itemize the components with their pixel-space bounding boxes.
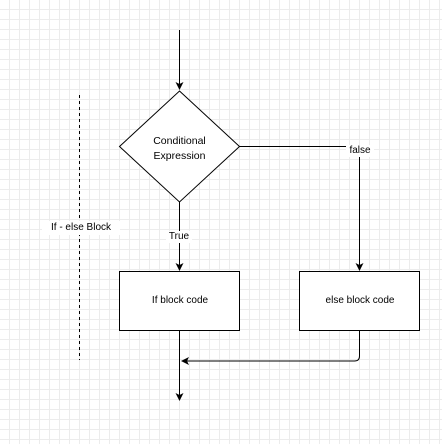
condition-label: Conditional Expression: [134, 134, 225, 164]
else-block-box: [299, 271, 420, 331]
condition-line-1: Conditional: [153, 135, 206, 147]
condition-line-2: Expression: [153, 150, 206, 162]
else-merge-arrow: [181, 330, 360, 365]
if-block-box: [119, 271, 240, 331]
else-block-label: else block code: [325, 295, 395, 306]
true-label: True: [166, 231, 192, 243]
if-block-label: If block code: [151, 295, 209, 306]
false-label: false: [346, 145, 374, 157]
block-label: If - else Block: [42, 221, 120, 235]
false-branch-arrow: [239, 146, 364, 271]
